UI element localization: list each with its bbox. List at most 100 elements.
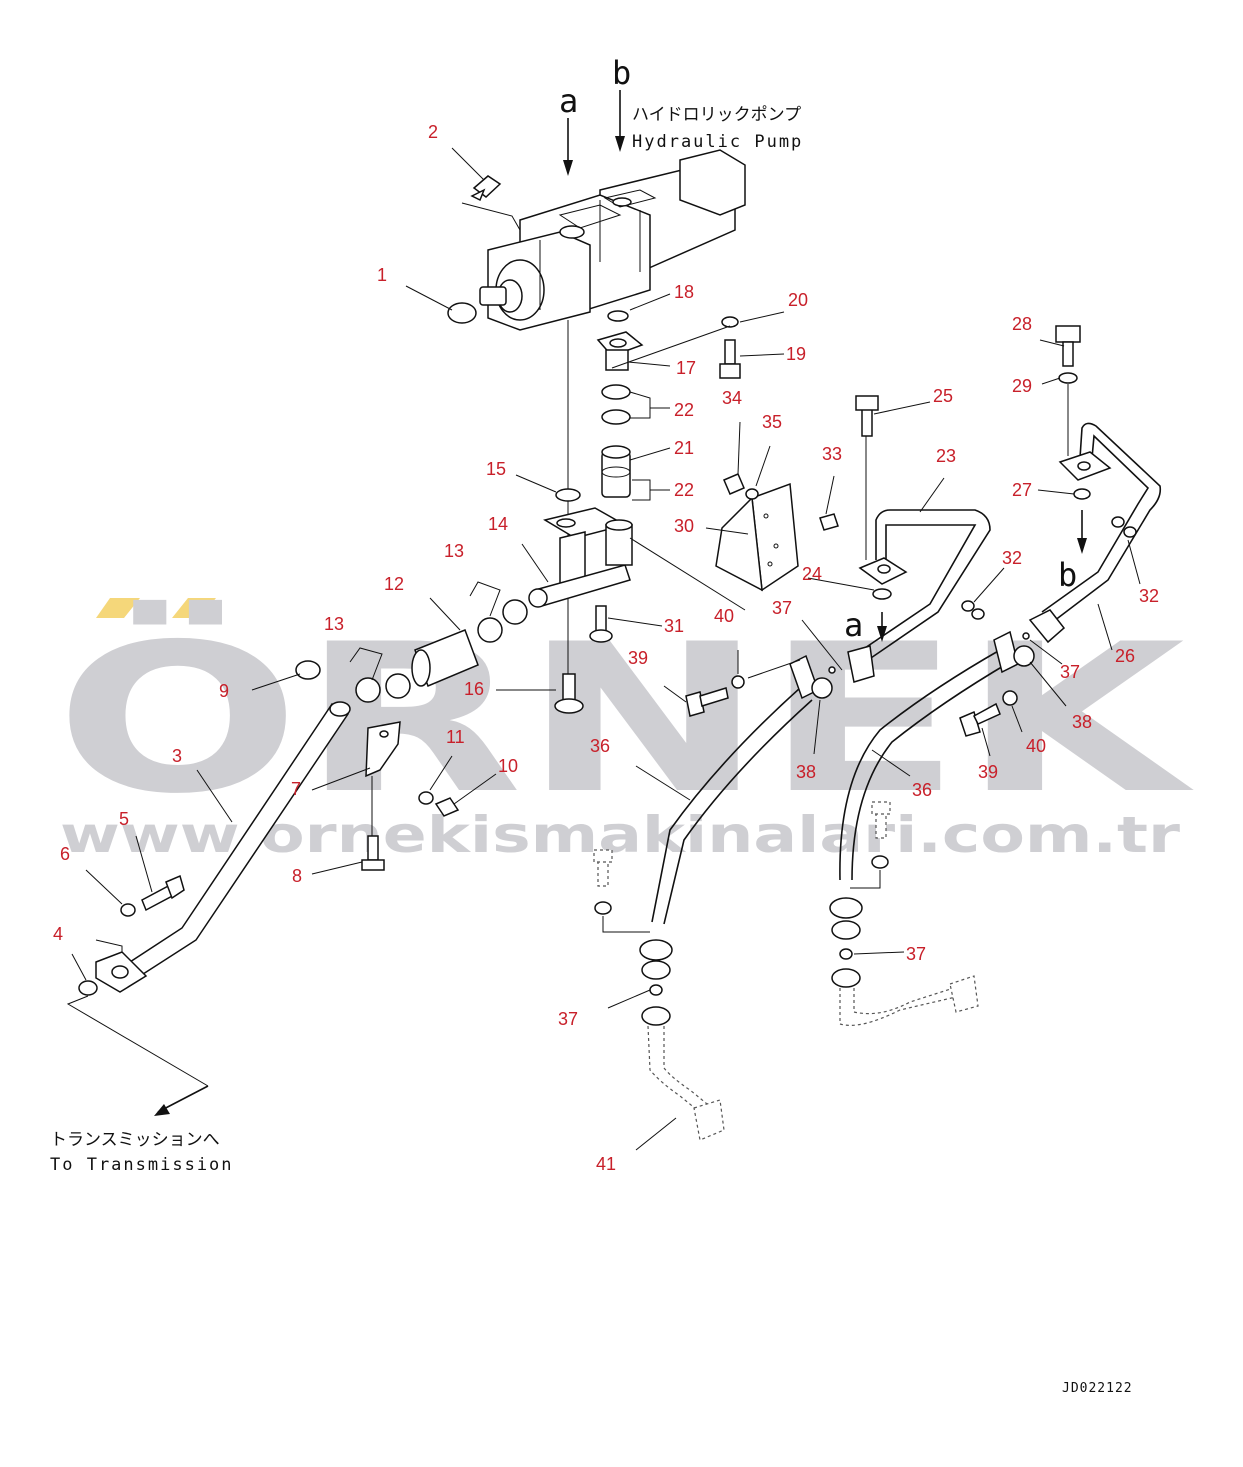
part-31-bolt [589,605,613,643]
callout-29: 29 [1012,376,1032,396]
pump-label-jp: ハイドロリックポンプ [632,105,801,125]
part-32-clamp-right [1111,516,1137,538]
callout-13a: 13 [444,541,464,561]
part-32-clamp-mid [961,600,985,620]
watermark-url: www.ornekismakinalari.com.tr [60,806,1180,864]
pump-label-en: Hydraulic Pump [632,132,803,152]
callout-38a: 38 [796,762,816,782]
part-22-clamp-upper [601,384,631,400]
part-36-hose-right [839,630,1035,881]
callout-28: 28 [1012,314,1032,334]
callout-22b: 22 [674,480,694,500]
part-15-o-ring [555,488,581,502]
part-40-washer-right [1002,690,1018,706]
part-39-bolt-left [685,687,729,717]
ref-a-lower: a [844,606,863,644]
part-10-nut [434,797,460,817]
callout-12: 12 [384,574,404,594]
part-11-washer [418,791,434,805]
drawing-code: JD022122 [1062,1381,1133,1396]
callout-8: 8 [292,866,302,886]
callout-19: 19 [786,344,806,364]
part-13-clamp-c [355,677,381,703]
callout-37a: 37 [772,598,792,618]
transmission-label-jp: トランスミッションへ [50,1130,220,1150]
part-5-bolt [141,874,185,912]
callout-10: 10 [498,756,518,776]
part-30-bracket [715,482,799,592]
callout-18: 18 [674,282,694,302]
callout-32b: 32 [1139,586,1159,606]
callout-9: 9 [219,681,229,701]
callout-15: 15 [486,459,506,479]
part-39-bolt-right [959,702,1001,737]
part-18-o-ring [607,310,629,322]
lower-right-fitting-set [829,801,891,988]
callout-5: 5 [119,809,129,829]
part-20-washer [721,316,739,328]
part-40-washer-left [731,675,745,689]
part-19-bolt [719,339,741,379]
callout-1: 1 [377,265,387,285]
callouts: 1 2 3 4 5 6 7 8 9 10 11 12 13 13 14 15 1… [53,122,1159,1174]
callout-17: 17 [676,358,696,378]
callout-34: 34 [722,388,742,408]
part-36-hose-left [651,654,833,925]
ref-b-top: b [612,54,631,92]
callout-41: 41 [596,1154,616,1174]
transmission-arrow [66,995,209,1116]
part-37-o-ring-b [1022,632,1030,640]
callout-36a: 36 [590,736,610,756]
callout-3: 3 [172,746,182,766]
callout-20: 20 [788,290,808,310]
part-22-clamp-lower [601,409,631,425]
part-4-o-ring [78,980,98,996]
callout-6: 6 [60,844,70,864]
part-24-o-ring [872,588,892,600]
part-17-flange [596,331,644,371]
part-14-suction-tube [528,507,633,608]
callout-36b: 36 [912,780,932,800]
part-21-hose [601,445,631,498]
callout-30: 30 [674,516,694,536]
callout-26: 26 [1115,646,1135,666]
callout-33: 33 [822,444,842,464]
part-23-tube [847,509,991,683]
ref-a-top: a [559,82,578,120]
callout-11: 11 [446,727,465,747]
part-41-tube [647,1025,725,1141]
callout-39a: 39 [628,648,648,668]
lower-left-fitting-set [593,849,673,1026]
callout-31: 31 [664,616,684,636]
callout-37b: 37 [1060,662,1080,682]
leader-lines [71,147,1141,1151]
part-16-bolt [554,673,584,714]
part-9-clamp [295,660,321,680]
callout-39b: 39 [978,762,998,782]
part-2-bolt [470,175,502,202]
callout-32a: 32 [1002,548,1022,568]
ref-b-lower: b [1058,556,1077,594]
part-8-bolt [361,835,385,871]
callout-40a: 40 [714,606,734,626]
transmission-label-en: To Transmission [50,1155,234,1175]
callout-21: 21 [674,438,694,458]
callout-14: 14 [488,514,508,534]
callout-7: 7 [291,779,301,799]
callout-37c: 37 [906,944,926,964]
part-29-washer [1058,372,1078,384]
callout-37d: 37 [558,1009,578,1029]
callout-22a: 22 [674,400,694,420]
part-26-tube [1028,422,1162,644]
part-4-flange [95,951,148,993]
callout-35: 35 [762,412,782,432]
watermark-accent-right [172,598,216,618]
callout-25: 25 [933,386,953,406]
callout-16: 16 [464,679,484,699]
callout-27: 27 [1012,480,1032,500]
hydraulic-pump [479,149,746,331]
part-34-nut [723,473,745,495]
callout-2: 2 [428,122,438,142]
